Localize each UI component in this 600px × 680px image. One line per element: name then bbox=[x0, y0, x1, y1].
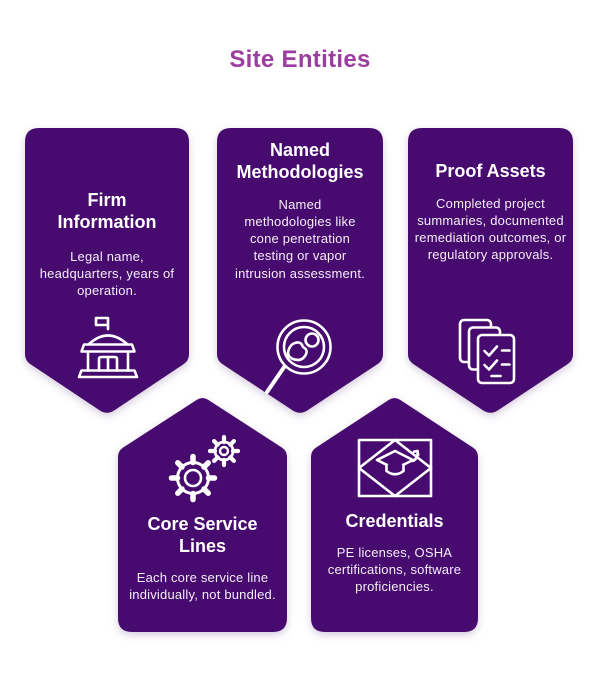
banner-shape-up bbox=[311, 398, 478, 632]
card-core-service-lines: Core Service Lines Each core service lin… bbox=[118, 396, 287, 632]
checklist-documents-icon bbox=[456, 318, 520, 394]
gears-icon bbox=[161, 430, 245, 508]
graduation-cap-certificate-icon bbox=[357, 438, 433, 498]
magnifier-soil-analysis-icon bbox=[260, 314, 338, 402]
card-title: Named Methodologies bbox=[236, 140, 364, 182]
card-title: Core Service Lines bbox=[147, 514, 258, 556]
card-body: Named methodologies like cone penetratio… bbox=[235, 196, 365, 281]
banner-shape-down bbox=[217, 128, 383, 413]
banner-shape-down bbox=[408, 128, 573, 413]
banner-shape-up bbox=[118, 398, 287, 632]
card-firm-information: Firm Information Legal name, headquarter… bbox=[25, 128, 189, 413]
card-title: Proof Assets bbox=[435, 161, 546, 181]
card-title: Credentials bbox=[345, 511, 444, 531]
page-title: Site Entities bbox=[229, 46, 371, 73]
card-title: Firm Information bbox=[57, 190, 157, 232]
bank-building-icon bbox=[67, 314, 147, 380]
card-body: Each core service line individually, not… bbox=[129, 569, 276, 603]
card-body: PE licenses, OSHA certifications, softwa… bbox=[327, 544, 462, 595]
card-body: Legal name, headquarters, years of opera… bbox=[39, 248, 175, 299]
card-named-methodologies: Named Methodologies Named methodologies … bbox=[217, 128, 383, 413]
card-proof-assets: Proof Assets Completed project summaries… bbox=[408, 128, 573, 413]
card-body: Completed project summaries, documented … bbox=[414, 195, 567, 263]
card-credentials: Credentials PE licenses, OSHA certificat… bbox=[311, 396, 478, 632]
banner-shape-down bbox=[25, 128, 189, 413]
